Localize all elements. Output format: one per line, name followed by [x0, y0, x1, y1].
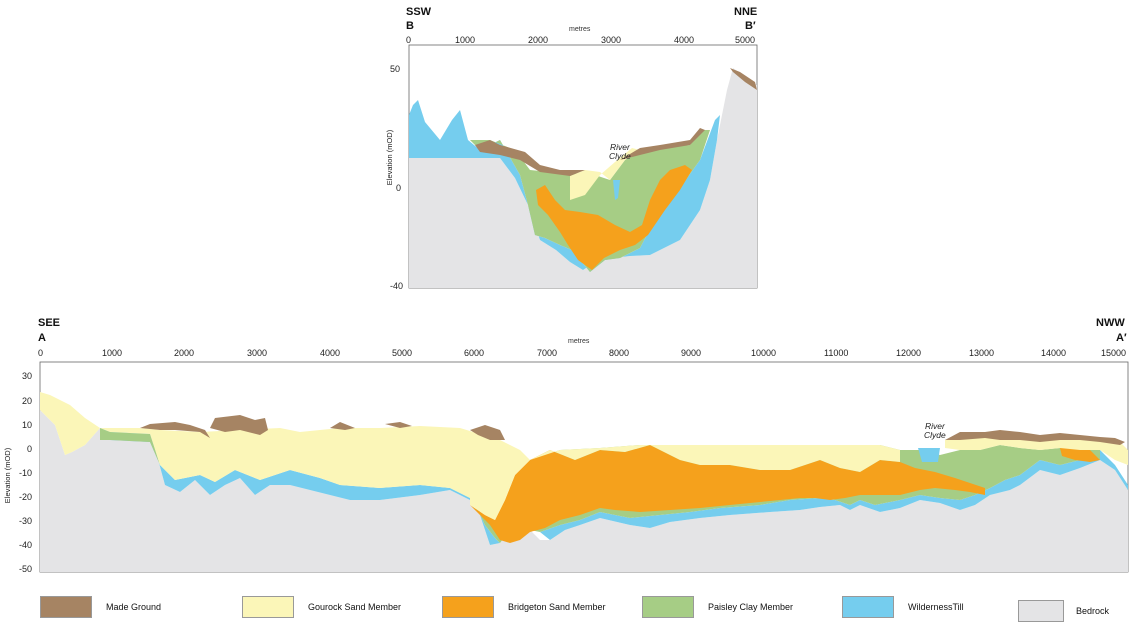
section-b-river-label-line1: River — [609, 142, 630, 152]
section-a-units-label: metres — [568, 338, 590, 345]
section-b-x-tick: 4000 — [674, 35, 695, 45]
legend-item-gourock-sand: Gourock Sand Member — [242, 596, 401, 618]
section-b-x-tick: 0 — [406, 35, 412, 45]
section-a-x-tick: 2000 — [174, 348, 195, 358]
section-b-bridgeton-sand — [536, 165, 692, 270]
section-a-x-tick: 0 — [38, 348, 44, 358]
section-b-y-tick: 50 — [390, 64, 401, 74]
section-a-x-tick: 4000 — [320, 348, 341, 358]
cross-section-a: SEE A NWW A′ metres 0 1000 2000 3000 400… — [0, 300, 1132, 596]
section-b-river-label: River Clyde — [609, 143, 631, 161]
section-b-label-right: B′ — [745, 20, 756, 32]
section-b-made-ground — [620, 128, 705, 160]
section-a-plot — [39, 361, 1129, 573]
legend-swatch-bridgeton-sand — [442, 596, 494, 618]
section-a-y-tick: -10 — [19, 468, 33, 478]
section-a-river-label-line2: Clyde — [924, 430, 946, 440]
section-b-paisley-clay — [470, 130, 710, 272]
section-a-y-tick: 0 — [27, 444, 33, 454]
legend-swatch-paisley-clay — [642, 596, 694, 618]
section-a-y-tick: 30 — [22, 371, 33, 381]
section-a-gourock-sand — [530, 445, 900, 472]
section-a-x-tick: 5000 — [392, 348, 413, 358]
section-a-made-ground — [140, 422, 210, 438]
legend-item-paisley-clay: Paisley Clay Member — [642, 596, 793, 618]
section-a-made-ground — [210, 415, 268, 435]
section-a-made-ground — [945, 430, 1125, 445]
legend-swatch-bedrock — [1018, 600, 1064, 622]
legend-item-bridgeton-sand: Bridgeton Sand Member — [442, 596, 606, 618]
section-a-y-tick: -40 — [19, 540, 33, 550]
section-a-x-tick: 14000 — [1041, 348, 1067, 358]
section-a-x-tick: 13000 — [969, 348, 995, 358]
section-b-label-left: B — [406, 20, 414, 32]
section-a-x-tick: 1000 — [102, 348, 123, 358]
section-a-river — [918, 448, 940, 462]
section-a-gourock-sand — [945, 435, 1128, 465]
section-b-y-tick: -40 — [390, 281, 404, 291]
section-a-x-tick: 7000 — [537, 348, 558, 358]
section-a-made-ground — [330, 422, 355, 430]
section-b-x-tick: 5000 — [735, 35, 756, 45]
section-b-plot — [408, 44, 758, 289]
section-a-x-tick: 10000 — [751, 348, 777, 358]
cross-section-b: SSW B NNE B′ metres 0 1000 2000 3000 400… — [0, 0, 1132, 300]
section-a-y-tick: -30 — [19, 516, 33, 526]
section-b-made-ground — [730, 68, 757, 90]
legend-item-bedrock: Bedrock — [1018, 600, 1109, 622]
legend-item-made-ground: Made Ground — [40, 596, 161, 618]
section-a-gourock-sand — [40, 392, 530, 520]
legend: Made Ground Gourock Sand Member Bridgeto… — [0, 596, 1132, 626]
legend-swatch-made-ground — [40, 596, 92, 618]
section-a-wilderness-till — [540, 450, 1128, 540]
section-b-x-tick: 3000 — [601, 35, 622, 45]
section-a-bedrock — [40, 410, 1128, 572]
section-b-y-tick: 0 — [396, 183, 402, 193]
section-a-label-left: A — [38, 332, 46, 344]
section-a-x-tick: 8000 — [609, 348, 630, 358]
legend-label-wilderness-till: WildernessTill — [908, 602, 964, 612]
section-a-label-right: A′ — [1116, 332, 1127, 344]
section-b-direction-left: SSW — [406, 6, 432, 18]
section-b-x-tick: 2000 — [528, 35, 549, 45]
legend-swatch-wilderness-till — [842, 596, 894, 618]
legend-label-bridgeton-sand: Bridgeton Sand Member — [508, 602, 606, 612]
section-b-river-label-line2: Clyde — [609, 151, 631, 161]
section-a-direction-right: NWW — [1096, 317, 1125, 329]
section-a-wilderness-till — [100, 428, 500, 545]
section-a-x-tick: 11000 — [824, 348, 849, 358]
section-a-y-tick: -50 — [19, 564, 33, 574]
section-a-y-tick: 10 — [22, 420, 33, 430]
section-a-x-tick: 12000 — [896, 348, 922, 358]
section-a-river-label: River Clyde — [924, 422, 946, 440]
section-a-river-label-line1: River — [924, 421, 945, 431]
section-a-y-tick: -20 — [19, 492, 33, 502]
section-a-bridgeton-sand — [1060, 445, 1100, 462]
legend-swatch-gourock-sand — [242, 596, 294, 618]
legend-item-wilderness-till: WildernessTill — [842, 596, 964, 618]
section-b-direction-right: NNE — [734, 6, 758, 18]
section-b-x-tick: 1000 — [455, 35, 476, 45]
section-a-direction-left: SEE — [38, 317, 61, 329]
section-a-x-tick: 3000 — [247, 348, 268, 358]
section-b-made-ground — [475, 140, 585, 176]
section-a-x-tick: 9000 — [681, 348, 702, 358]
section-a-y-tick: 20 — [22, 396, 33, 406]
section-a-x-tick: 15000 — [1101, 348, 1127, 358]
legend-label-gourock-sand: Gourock Sand Member — [308, 602, 402, 612]
section-b-bedrock — [409, 68, 757, 288]
section-a-made-ground — [470, 425, 505, 440]
section-b-gourock-sand — [570, 148, 640, 200]
legend-label-bedrock: Bedrock — [1076, 606, 1110, 616]
legend-label-made-ground: Made Ground — [106, 602, 162, 612]
section-a-made-ground — [385, 422, 412, 428]
legend-label-paisley-clay: Paisley Clay Member — [708, 602, 794, 612]
section-a-bridgeton-sand — [470, 445, 985, 543]
section-b-river — [613, 180, 620, 200]
section-b-units-label: metres — [569, 26, 591, 33]
section-a-x-tick: 6000 — [464, 348, 485, 358]
